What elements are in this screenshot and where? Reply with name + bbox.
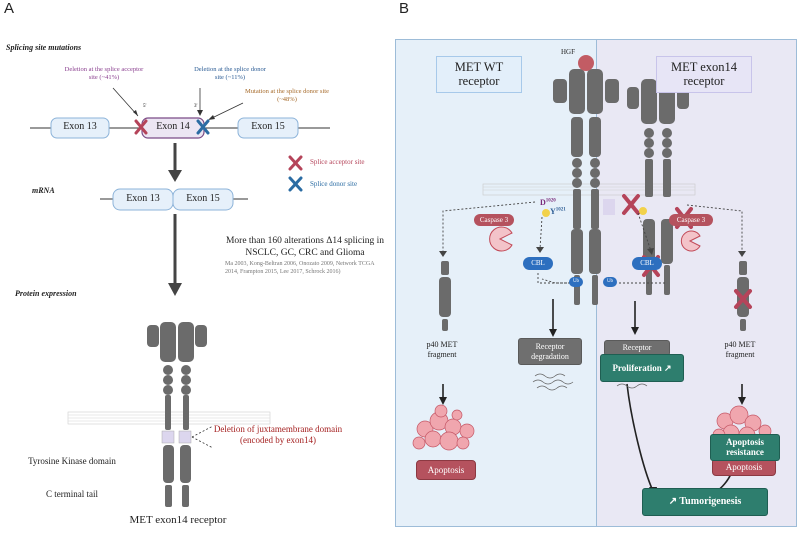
deletion-juxtamembrane-label: Deletion of juxtamembrane domain (encode… xyxy=(213,424,343,446)
exon14-receptor-title: MET exon14 receptor xyxy=(656,56,752,93)
panel-a-graphics: 5' 3' xyxy=(30,87,330,507)
svg-text:5': 5' xyxy=(143,104,147,109)
phospho-left-icon xyxy=(542,209,550,217)
hgf-label: HGF xyxy=(561,48,576,56)
section-protein-title: Protein expression xyxy=(15,289,77,298)
caspase3-right-pill: Caspase 3 xyxy=(669,214,713,226)
d1020-label: D1020 xyxy=(540,198,556,207)
exon14-label: Exon 14 xyxy=(156,121,190,132)
p40-right-cross-icon xyxy=(734,289,752,309)
panel-b-letter: B xyxy=(399,0,410,17)
legend-acceptor-cross-icon xyxy=(288,155,303,171)
cbl-right-pill: CBL xyxy=(632,257,662,270)
mrna-exon15-label: Exon 15 xyxy=(186,193,220,204)
alterations-text: More than 160 alterations Δ14 splicing i… xyxy=(225,236,385,258)
proliferation-label: Proliferation xyxy=(612,363,662,373)
cbl-left-pill: CBL xyxy=(523,257,553,270)
hgf-ligand-icon xyxy=(578,55,594,71)
mrna-exon13-label: Exon 13 xyxy=(126,193,160,204)
trend-up-icon: ↗ xyxy=(668,496,678,507)
note-acceptor-deletion: Deletion at the splice acceptor site (~4… xyxy=(64,66,144,82)
trend-up-icon: ↗ xyxy=(664,363,672,373)
section-splicing-title: Splicing site mutations xyxy=(6,43,82,52)
met-exon14-receptor-title: MET exon14 receptor xyxy=(129,514,227,526)
panel-a-letter: A xyxy=(4,0,15,17)
y1021-label: Y1021 xyxy=(550,207,566,216)
apoptosis-cells-left-icon xyxy=(412,404,475,451)
caspase3-right-pacman-icon xyxy=(680,230,701,252)
apoptosis-resistance-box: Apoptosis resistance xyxy=(710,434,780,461)
exon15-label: Exon 15 xyxy=(251,121,285,132)
c-terminal-label: C terminal tail xyxy=(46,489,98,499)
wt-receptor-title: MET WT receptor xyxy=(436,56,522,93)
apoptosis-right-box: Apoptosis xyxy=(712,458,776,476)
proliferation-box: Proliferation ↗ xyxy=(600,354,684,382)
met-exon14-receptor-icon xyxy=(147,322,207,507)
p40-left-label: p40 MET fragment xyxy=(426,340,458,360)
phospho-right-icon xyxy=(639,207,647,215)
p40-right-label: p40 MET fragment xyxy=(724,340,756,360)
ub-right-badge: Ub xyxy=(603,277,617,287)
donor-cross-icon xyxy=(196,119,210,135)
note-donor-deletion: Deletion at the splice donor site (~11%) xyxy=(194,66,266,82)
legend-acceptor-label: Splice acceptor site xyxy=(310,158,365,166)
legend-donor-label: Splice donor site xyxy=(310,180,358,188)
y1003-loss-cross-icon xyxy=(622,194,640,215)
receptor-degradation-box: Receptor degradation xyxy=(518,338,582,366)
tumorigenesis-box: ↗ Tumorigenesis xyxy=(642,488,768,516)
wt-receptor-icon xyxy=(553,69,619,305)
exon14-receptor-icon xyxy=(627,79,689,295)
apoptosis-left-box: Apoptosis xyxy=(416,460,476,480)
legend-donor-cross-icon xyxy=(288,176,303,192)
svg-text:3': 3' xyxy=(194,104,198,109)
references-text: Ma 2003, Kong-Beltran 2006, Onozato 2009… xyxy=(225,261,375,275)
exon13-label: Exon 13 xyxy=(63,121,97,132)
caspase3-left-pill: Caspase 3 xyxy=(474,214,514,226)
acceptor-cross-icon xyxy=(134,119,148,135)
note-donor-mutation: Mutation at the splice donor site (~48%) xyxy=(245,88,329,104)
tk-domain-label: Tyrosine Kinase domain xyxy=(28,456,116,466)
p40-fragment-left-icon xyxy=(439,261,451,331)
caspase3-left-pacman-icon xyxy=(489,226,513,252)
ub-left-badge: Ub xyxy=(569,277,583,287)
tumorigenesis-label: Tumorigenesis xyxy=(679,496,742,507)
section-mrna-title: mRNA xyxy=(32,186,55,195)
